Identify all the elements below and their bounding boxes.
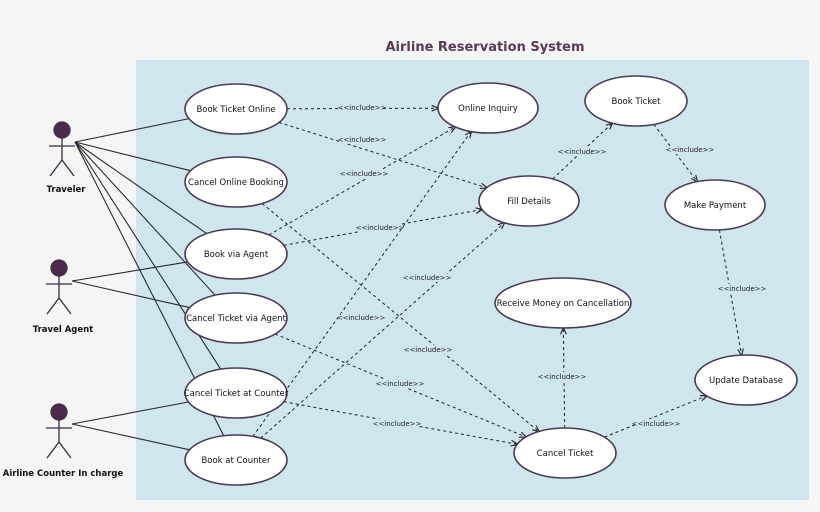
stick-figure-icon: [49, 121, 75, 177]
use-case-book-at-counter: Book at Counter: [184, 434, 288, 486]
include-label: <<include>>: [373, 420, 422, 428]
association-line: [71, 280, 190, 309]
association-line: [74, 141, 207, 235]
use-case-ellipse: [184, 292, 288, 344]
include-label-bg: [670, 145, 710, 154]
use-case-label: Book at Counter: [201, 456, 271, 466]
use-case-ellipse: [184, 434, 288, 486]
use-case-label: Fill Details: [507, 197, 551, 207]
actor-label: Traveler: [47, 185, 87, 195]
use-case-cancel-ticket-at-counter: Cancel Ticket at Counter: [184, 367, 289, 419]
include-arrow: [552, 123, 613, 180]
use-case-book-ticket-online: Book Ticket Online: [184, 83, 288, 135]
association-line: [74, 141, 216, 296]
include-label-bg: [722, 284, 762, 293]
include-label-bg: [407, 273, 447, 282]
actor-travel-agent: Travel Agent: [33, 259, 94, 335]
stick-figure-icon: [46, 403, 72, 459]
use-case-label: Cancel Ticket via Agent: [186, 314, 286, 324]
diagram-title: Airline Reservation System: [385, 40, 584, 55]
include-label: <<include>>: [718, 285, 767, 293]
use-case-cancel-ticket-via-agent: Cancel Ticket via Agent: [184, 292, 288, 344]
include-label-bg: [542, 372, 582, 381]
use-case-label: Update Database: [709, 376, 783, 386]
include-label: <<include>>: [403, 274, 452, 282]
use-case-make-payment: Make Payment: [664, 179, 766, 231]
use-case-label: Book Ticket Online: [196, 105, 275, 115]
use-case-label: Book via Agent: [204, 250, 269, 260]
use-case-ellipse: [584, 75, 688, 127]
include-label: <<include>>: [632, 420, 681, 428]
use-case-label: Online Inquiry: [458, 104, 518, 114]
include-layer: <<include>> <<include>> <<include>> <<inclu…: [252, 103, 767, 444]
use-case-label: Cancel Online Booking: [188, 178, 284, 188]
use-case-label: Receive Money on Cancellation: [497, 299, 630, 309]
use-case-update-database: Update Database: [694, 354, 798, 406]
association-line: [74, 141, 191, 172]
use-case-online-inquiry: Online Inquiry: [437, 82, 539, 134]
include-label-bg: [344, 169, 384, 178]
use-case-ellipse: [184, 228, 288, 280]
include-label: <<include>>: [666, 146, 715, 154]
use-case-ellipse: [184, 156, 288, 208]
use-case-receive-money: Receive Money on Cancellation: [494, 277, 632, 329]
include-label-bg: [408, 345, 448, 354]
include-label: <<include>>: [340, 170, 389, 178]
use-case-fill-details: Fill Details: [478, 175, 580, 227]
use-case-label: Book Ticket: [611, 97, 661, 107]
include-label: <<include>>: [338, 104, 387, 112]
include-label-bg: [562, 147, 602, 156]
actor-airline-counter: Airline Counter In charge: [3, 403, 124, 479]
include-label-bg: [636, 419, 676, 428]
include-label: <<include>>: [404, 346, 453, 354]
use-case-cancel-online-booking: Cancel Online Booking: [184, 156, 288, 208]
use-case-ellipse: [184, 367, 288, 419]
use-case-ellipse: [478, 175, 580, 227]
use-case-ellipse: [513, 427, 617, 479]
use-case-label: Cancel Ticket: [537, 449, 594, 459]
include-arrow: [286, 108, 438, 109]
include-label: <<include>>: [558, 148, 607, 156]
use-case-book-ticket: Book Ticket: [584, 75, 688, 127]
include-label: <<include>>: [538, 373, 587, 381]
include-arrow: [278, 122, 487, 187]
use-case-cancel-ticket: Cancel Ticket: [513, 427, 617, 479]
association-line: [71, 261, 188, 282]
stick-figure-icon: [46, 259, 72, 315]
association-line: [71, 401, 189, 425]
use-case-ellipse: [437, 82, 539, 134]
use-case-ellipse: [694, 354, 798, 406]
include-label-bg: [341, 313, 381, 322]
include-label: <<include>>: [338, 136, 387, 144]
include-label-bg: [342, 135, 382, 144]
association-line: [74, 118, 190, 143]
include-label: <<include>>: [376, 380, 425, 388]
use-case-label: Cancel Ticket at Counter: [184, 389, 289, 399]
actor-label: Airline Counter In charge: [3, 469, 124, 479]
include-arrow: [252, 132, 471, 437]
include-label-bg: [380, 379, 420, 388]
include-label-bg: [377, 419, 417, 428]
include-label-bg: [342, 103, 382, 112]
include-label: <<include>>: [337, 314, 386, 322]
include-arrow: [260, 223, 505, 439]
include-label-bg: [360, 223, 400, 232]
use-case-book-via-agent: Book via Agent: [184, 228, 288, 280]
use-case-ellipse: [664, 179, 766, 231]
include-arrow: [604, 396, 706, 438]
use-case-label: Make Payment: [684, 201, 747, 211]
include-label: <<include>>: [356, 224, 405, 232]
actor-traveler: Traveler: [47, 121, 87, 195]
use-case-ellipse: [184, 83, 288, 135]
association-line: [71, 423, 190, 451]
actor-label: Travel Agent: [33, 325, 94, 335]
use-case-ellipse: [494, 277, 632, 329]
